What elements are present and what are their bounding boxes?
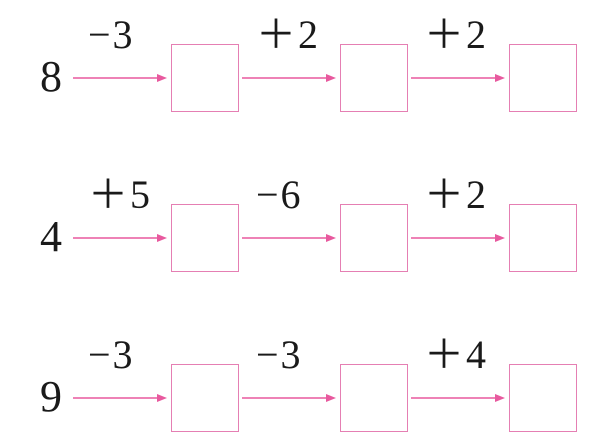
- start-number: 4: [40, 212, 62, 261]
- operation-label: −3: [88, 332, 135, 377]
- right-arrow-icon: [242, 392, 338, 404]
- operation-chain: 8 −3 ＋2 ＋2: [0, 0, 606, 120]
- answer-box[interactable]: [171, 364, 239, 432]
- right-arrow-icon: [242, 232, 338, 244]
- operation-label: ＋2: [424, 12, 488, 57]
- right-arrow-icon: [411, 392, 507, 404]
- right-arrow-icon: [73, 72, 169, 84]
- operation-label: ＋2: [256, 12, 320, 57]
- operation-label: ＋2: [424, 172, 488, 217]
- answer-box[interactable]: [171, 204, 239, 272]
- answer-box[interactable]: [340, 44, 408, 112]
- operation-label: ＋4: [424, 332, 488, 377]
- operation-label: −3: [88, 12, 135, 57]
- right-arrow-icon: [73, 232, 169, 244]
- answer-box[interactable]: [340, 204, 408, 272]
- answer-box[interactable]: [509, 364, 577, 432]
- start-number: 8: [40, 52, 62, 101]
- right-arrow-icon: [242, 72, 338, 84]
- right-arrow-icon: [411, 72, 507, 84]
- operation-label: ＋5: [88, 172, 152, 217]
- operation-label: −6: [256, 172, 303, 217]
- start-number: 9: [40, 372, 62, 421]
- operation-chain: 9 −3 −3 ＋4: [0, 320, 606, 440]
- operation-chain: 4 ＋5 −6 ＋2: [0, 160, 606, 280]
- right-arrow-icon: [411, 232, 507, 244]
- answer-box[interactable]: [171, 44, 239, 112]
- answer-box[interactable]: [509, 44, 577, 112]
- answer-box[interactable]: [509, 204, 577, 272]
- operation-label: −3: [256, 332, 303, 377]
- right-arrow-icon: [73, 392, 169, 404]
- answer-box[interactable]: [340, 364, 408, 432]
